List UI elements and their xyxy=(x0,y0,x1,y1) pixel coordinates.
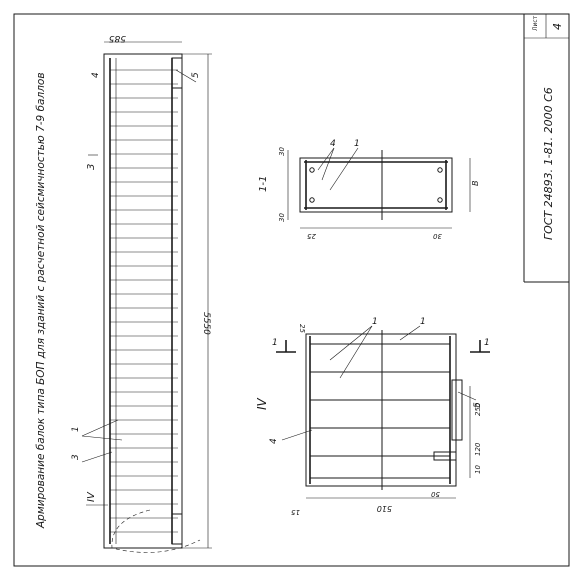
beam-mark-5: 5 xyxy=(191,72,201,78)
node-mark-5: 5 xyxy=(473,402,483,408)
node-dim-510: 510 xyxy=(377,504,392,513)
node-mark-4: 4 xyxy=(269,438,279,444)
section-1-1: 1-1 4 1 30 30 25 30 В xyxy=(258,139,480,240)
drawing-title: Армирование балок типа БОП для зданий с … xyxy=(35,72,47,529)
section-dim-height: В xyxy=(471,181,480,187)
beam-length-dim: 5550 xyxy=(201,312,211,335)
node-dim-10: 10 xyxy=(474,465,482,474)
node-dim-25: 25 xyxy=(298,324,306,333)
node-title: IV xyxy=(255,397,269,410)
node-mark-1a: 1 xyxy=(372,317,378,327)
node-iv: IV 1 1 1 1 4 5 25 250 120 10 50 510 15 xyxy=(255,317,490,516)
section-dim-c: 25 xyxy=(307,232,316,240)
sheet-number: 4 xyxy=(551,23,564,30)
node-cut-right: 1 xyxy=(484,338,490,348)
beam-mark-4: 4 xyxy=(91,72,101,78)
node-dim-50: 50 xyxy=(431,490,440,498)
title-block: Лист 4 ГОСТ 24893. 1-81. 2000 С6 xyxy=(523,14,569,283)
beam-stirrups xyxy=(110,69,178,533)
node-dim-15: 15 xyxy=(291,508,300,516)
section-dim-b: 30 xyxy=(278,213,286,222)
section-dim-d: 30 xyxy=(433,232,442,240)
sheet-frame xyxy=(13,13,570,567)
node-stirrups xyxy=(310,343,450,479)
node-dim-250: 250 xyxy=(474,402,482,416)
beam-elevation: 5550 585 5 4 3 1 3 IV xyxy=(71,33,212,553)
section-dim-a: 30 xyxy=(278,147,286,156)
node-dim-120: 120 xyxy=(474,442,482,456)
beam-section-mark: 3 xyxy=(86,164,97,170)
section-mark-1: 1 xyxy=(354,139,360,149)
node-cut-left: 1 xyxy=(272,338,278,348)
sheet-label: Лист xyxy=(532,15,539,31)
beam-mark-3: 3 xyxy=(71,454,81,460)
node-mark-1b: 1 xyxy=(420,317,426,327)
beam-end-dim: 585 xyxy=(109,33,126,43)
beam-mark-1: 1 xyxy=(71,426,81,432)
beam-node-mark: IV xyxy=(86,491,97,502)
section-mark-4: 4 xyxy=(330,139,336,149)
document-designation: ГОСТ 24893. 1-81. 2000 С6 xyxy=(542,87,555,240)
section-title: 1-1 xyxy=(258,176,269,192)
